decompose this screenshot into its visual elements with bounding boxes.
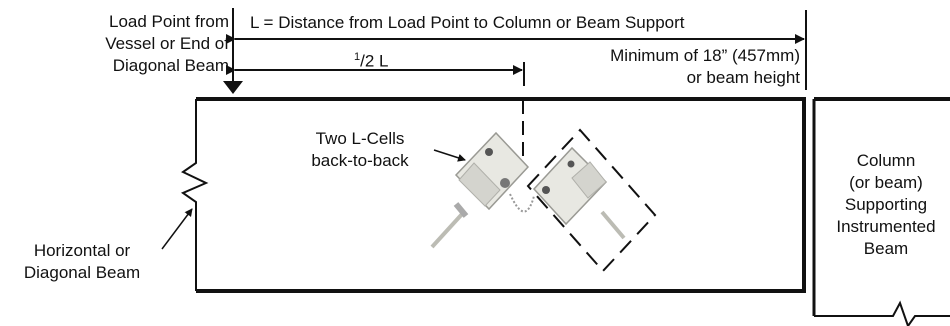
column-line-5: Beam bbox=[863, 239, 909, 258]
supporting-column bbox=[812, 97, 950, 326]
instrumented-beam bbox=[180, 97, 806, 293]
cell-bounding-box bbox=[526, 128, 657, 273]
two-cells-line-1: Two L-Cells bbox=[315, 129, 405, 148]
horizontal-beam-label: Horizontal or Diagonal Beam bbox=[2, 240, 162, 284]
load-cell-left bbox=[430, 131, 530, 249]
half-l-superscript: 1 bbox=[354, 51, 361, 63]
distance-label: L = Distance from Load Point to Column o… bbox=[250, 12, 685, 34]
load-point-line-3: Diagonal Beam bbox=[112, 56, 229, 75]
column-line-2: (or beam) bbox=[849, 173, 923, 192]
distance-text: L = Distance from Load Point to Column o… bbox=[250, 13, 685, 32]
minimum-label: Minimum of 18” (457mm) or beam height bbox=[562, 45, 800, 89]
horizontal-beam-line-2: Diagonal Beam bbox=[23, 263, 141, 282]
half-l-label: 1/2 L bbox=[354, 46, 388, 73]
load-point-label: Load Point from Vessel or End of Diagona… bbox=[53, 11, 229, 77]
load-point-arrow bbox=[223, 46, 243, 94]
column-line-1: Column bbox=[856, 151, 916, 170]
half-l-dimension bbox=[226, 62, 525, 162]
minimum-line-1: Minimum of 18” (457mm) bbox=[610, 46, 800, 65]
column-line-4: Instrumented bbox=[836, 217, 936, 236]
load-point-line-2: Vessel or End of bbox=[105, 34, 229, 53]
column-label: Column (or beam) Supporting Instrumented… bbox=[822, 150, 950, 260]
column-line-3: Supporting bbox=[844, 195, 928, 214]
horizontal-beam-line-1: Horizontal or bbox=[33, 241, 131, 260]
two-cells-line-2: back-to-back bbox=[311, 151, 409, 170]
cell-cable bbox=[509, 193, 535, 213]
leader-horizontal-beam bbox=[161, 208, 193, 250]
load-cell-right bbox=[532, 146, 626, 240]
minimum-line-2: or beam height bbox=[686, 68, 800, 87]
load-point-line-1: Load Point from bbox=[108, 12, 229, 31]
two-cells-label: Two L-Cells back-to-back bbox=[295, 128, 425, 172]
leader-two-cells bbox=[433, 149, 466, 162]
distance-dimension bbox=[226, 8, 807, 90]
half-l-text: /2 L bbox=[360, 51, 389, 71]
